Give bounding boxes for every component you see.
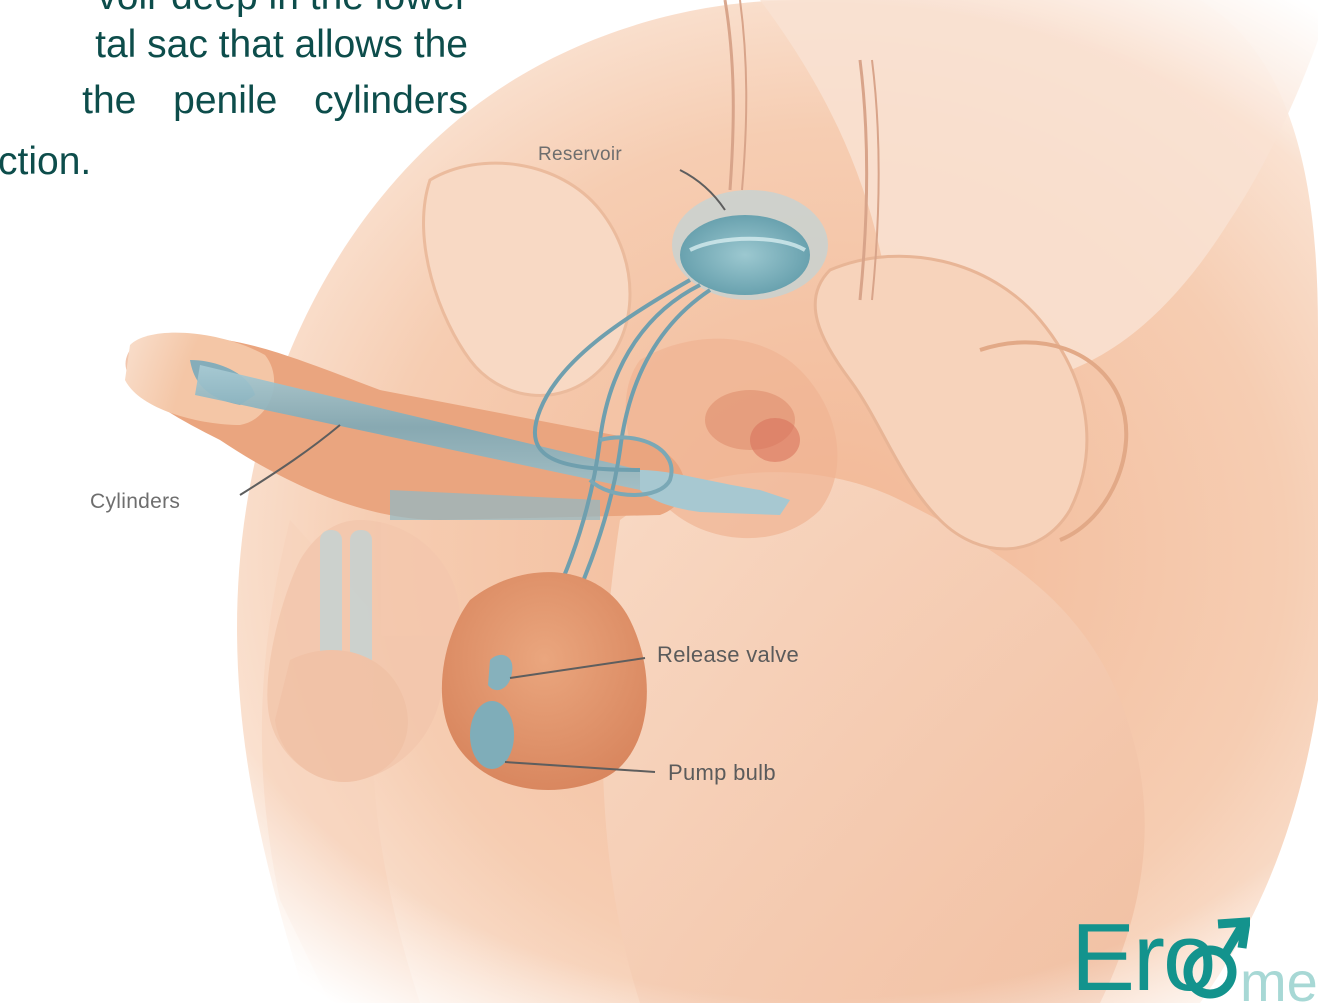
description-text: voir deep in the lower tal sac that allo… xyxy=(0,0,470,200)
description-line-4: ction. xyxy=(0,138,91,185)
description-line-1: voir deep in the lower xyxy=(97,0,468,20)
description-line-3: the penile cylinders xyxy=(82,77,468,124)
ero-logo: Ero me xyxy=(1068,910,1318,1003)
reservoir-label: Reservoir xyxy=(538,144,622,166)
pump-bulb-label: Pump bulb xyxy=(668,760,776,786)
logo-brand-suffix: me xyxy=(1240,954,1318,1003)
cylinders-label: Cylinders xyxy=(90,490,180,514)
description-line-2: tal sac that allows the xyxy=(95,21,468,68)
release-valve-label: Release valve xyxy=(657,642,799,668)
